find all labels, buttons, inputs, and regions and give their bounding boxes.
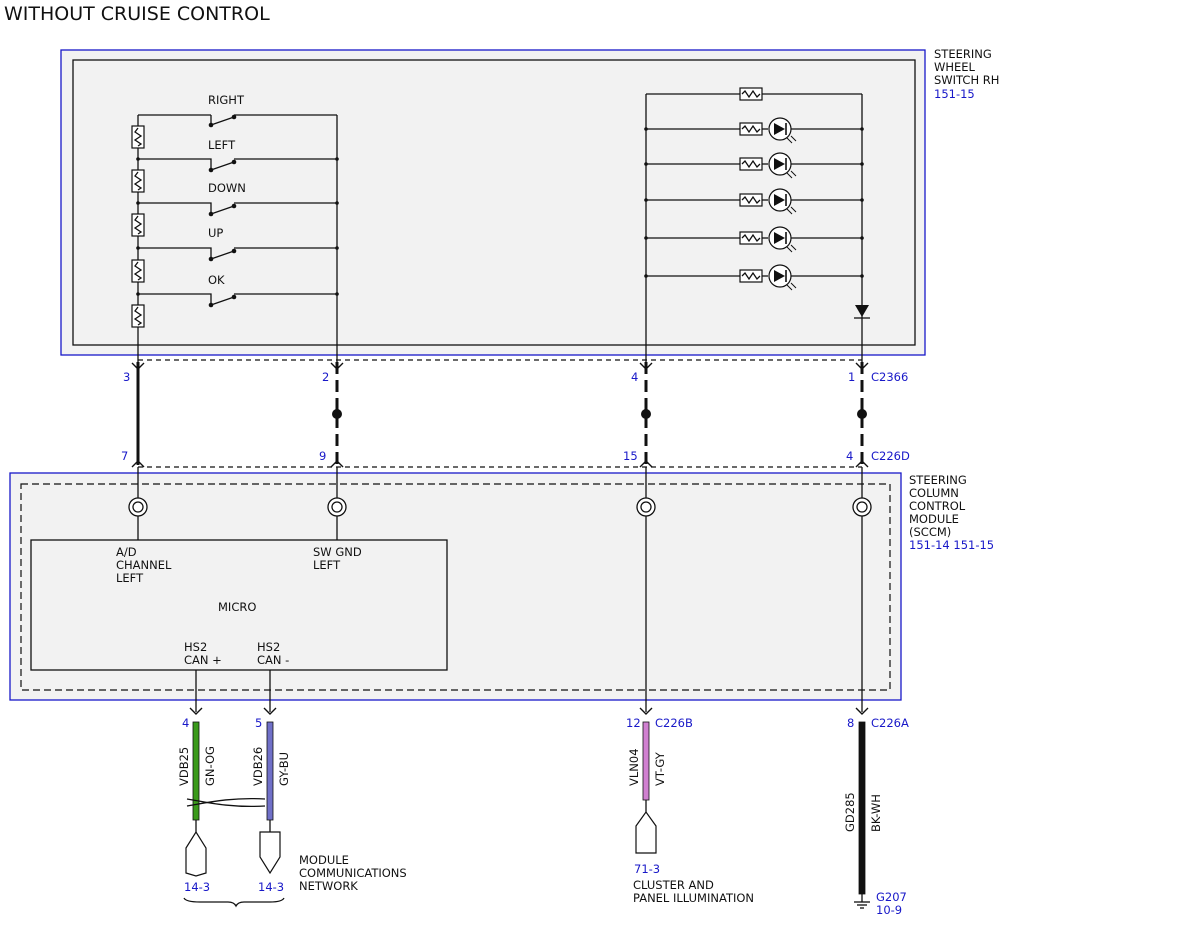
switch-right: RIGHT [138, 93, 337, 128]
c226d-id: C226D [871, 449, 910, 463]
switch-down-label: DOWN [208, 181, 246, 195]
sccm-name-4: MODULE [909, 512, 959, 526]
sccm-ref: 151-14 151-15 [909, 538, 994, 552]
lower-pin-arrows [189, 707, 869, 715]
wire-vdb25-color: GN-OG [203, 746, 217, 786]
ad-channel-3: LEFT [116, 571, 144, 585]
mcn-ref-left: 14-3 [184, 880, 210, 894]
switch-rh-name-1: STEERING [934, 47, 992, 61]
resistor-top [739, 87, 763, 101]
resistor-ladder-1 [131, 125, 145, 149]
c2366-pin-1: 1 [848, 370, 855, 384]
led-row-2 [644, 152, 864, 179]
resistor-ladder-2 [131, 169, 145, 193]
diode [854, 305, 870, 319]
switch-rh-name-3: SWITCH RH [934, 73, 999, 87]
led-row-5 [644, 264, 864, 291]
sw-gnd-2: LEFT [313, 558, 341, 572]
harness-upper [136, 362, 867, 465]
wire-vdb26: VDB26 GY-BU [251, 721, 291, 821]
sccm-name-2: COLUMN [909, 486, 959, 500]
led-network [644, 87, 870, 362]
mcn-label-3: NETWORK [299, 879, 358, 893]
wire-gd285-color: BK-WH [869, 794, 883, 832]
c226b-pin: 12 [626, 716, 641, 730]
cluster-ref: 71-3 [634, 862, 660, 876]
sccm-terminals [128, 497, 872, 517]
can-pin-5: 5 [255, 716, 262, 730]
twisted-pair [186, 797, 266, 808]
wire-gd285-circuit: GD285 [843, 792, 857, 832]
sccm-name-1: STEERING [909, 473, 967, 487]
hs2-can-minus-2: CAN - [257, 653, 289, 667]
c226d-pin-4: 4 [846, 449, 853, 463]
c226b-id: C226B [655, 716, 693, 730]
switch-rh-name-2: WHEEL [934, 60, 976, 74]
ref-arrow-cluster [635, 810, 657, 854]
mcn-ref-right: 14-3 [258, 880, 284, 894]
hs2-can-minus-1: HS2 [257, 640, 280, 654]
ground-id: G207 [876, 890, 907, 904]
ref-arrow-mcn-right [259, 820, 281, 875]
resistor-ladder-4 [131, 259, 145, 283]
c226d-pin-9: 9 [319, 449, 326, 463]
ad-channel-2: CHANNEL [116, 558, 172, 572]
wire-vln04-color: VT-GY [653, 751, 667, 786]
switch-left-label: LEFT [208, 138, 236, 152]
cluster-label-2: PANEL ILLUMINATION [633, 891, 754, 905]
cluster-label-1: CLUSTER AND [633, 878, 714, 892]
sccm-name-3: CONTROL [909, 499, 966, 513]
resistor-ladder-3 [131, 213, 145, 237]
resistor-ladder-5 [131, 304, 145, 328]
led-row-3 [644, 188, 864, 215]
ad-channel-1: A/D [116, 545, 137, 559]
c2366-pin-arrows [131, 362, 869, 468]
switch-ladder: RIGHT LEFT DOWN UP [131, 93, 339, 362]
mcn-brace [183, 897, 285, 908]
wire-vln04: VLN04 VT-GY [627, 721, 667, 801]
ref-arrow-mcn-left [185, 820, 207, 877]
micro-box [30, 539, 448, 671]
c2366-pin-2: 2 [322, 370, 329, 384]
switch-right-label: RIGHT [208, 93, 245, 107]
hs2-can-plus-1: HS2 [184, 640, 207, 654]
ground-ref: 10-9 [876, 903, 902, 917]
switch-ok: OK [138, 273, 337, 308]
sccm-name-5: (SCCM) [909, 525, 951, 539]
ground-icon [854, 894, 870, 909]
wire-vdb26-circuit: VDB26 [251, 747, 265, 786]
switch-down: DOWN [138, 181, 337, 217]
c226d-pin-7: 7 [121, 449, 128, 463]
c226a-pin: 8 [847, 716, 854, 730]
can-pin-4: 4 [182, 716, 189, 730]
wire-vdb25-circuit: VDB25 [177, 747, 191, 786]
wire-vdb25: VDB25 GN-OG [177, 721, 217, 821]
switch-up-label: UP [208, 226, 223, 240]
led-row-4 [644, 226, 864, 253]
c2366-pin-3: 3 [123, 370, 130, 384]
micro-label: MICRO [218, 600, 256, 614]
c226d-pin-15: 15 [623, 449, 638, 463]
diagram-title: WITHOUT CRUISE CONTROL [4, 3, 270, 25]
wire-gd285: GD285 BK-WH [843, 721, 883, 895]
c2366-id: C2366 [871, 370, 908, 384]
switch-rh-ref: 151-15 [934, 87, 975, 101]
wire-vln04-circuit: VLN04 [627, 748, 641, 786]
sw-gnd-1: SW GND [313, 545, 362, 559]
c226a-id: C226A [871, 716, 909, 730]
mcn-label-2: COMMUNICATIONS [299, 866, 407, 880]
led-row-1 [644, 117, 864, 144]
mcn-label-1: MODULE [299, 853, 349, 867]
switch-up: UP [138, 226, 337, 262]
c2366-pin-4: 4 [631, 370, 638, 384]
hs2-can-plus-2: CAN + [184, 653, 222, 667]
switch-left: LEFT [138, 138, 337, 173]
wire-vdb26-color: GY-BU [277, 752, 291, 786]
switch-ok-label: OK [208, 273, 225, 287]
